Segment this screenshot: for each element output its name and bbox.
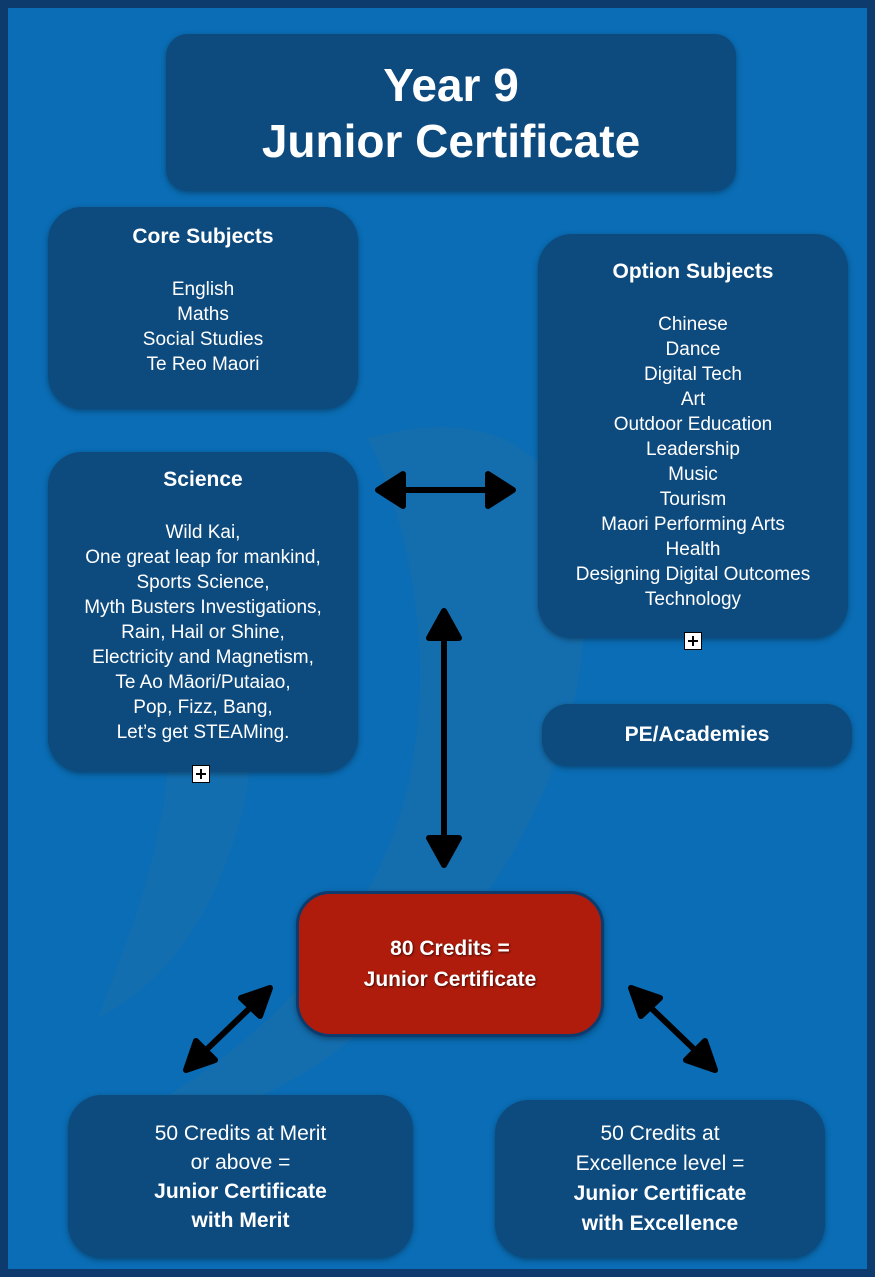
list-item: Maths xyxy=(177,304,229,325)
list-item: Designing Digital Outcomes xyxy=(575,564,811,585)
options-expand-icon[interactable] xyxy=(684,632,702,650)
arrow-vertical-link xyxy=(426,608,462,868)
option-subjects-box: Option Subjects Chinese Dance Digital Te… xyxy=(538,234,848,638)
core-subjects-list: English Maths Social Studies Te Reo Maor… xyxy=(143,277,263,377)
list-item: Chinese xyxy=(658,314,728,335)
header-title-line1: Year 9 xyxy=(383,58,519,111)
arrows-layer xyxy=(183,471,718,1073)
list-item: Maori Performing Arts xyxy=(601,514,785,535)
science-title: Science xyxy=(163,468,243,491)
list-item: Let’s get STEAMing. xyxy=(116,722,290,743)
science-list: Wild Kai, One great leap for mankind, Sp… xyxy=(84,520,322,745)
list-item: Electricity and Magnetism, xyxy=(92,647,314,668)
list-item: Sports Science, xyxy=(136,572,270,593)
diagram-canvas: Year 9 Junior Certificate Core Subjects … xyxy=(8,8,867,1269)
excellence-line4: with Excellence xyxy=(581,1212,739,1235)
merit-line3: Junior Certificate xyxy=(154,1179,327,1203)
list-item: Outdoor Education xyxy=(613,414,773,435)
pe-academies-label: PE/Academies xyxy=(624,723,770,746)
arrow-credits-merit xyxy=(183,985,273,1073)
science-box: Science Wild Kai, One great leap for man… xyxy=(48,452,358,772)
excellence-line3: Junior Certificate xyxy=(573,1182,747,1205)
credits-box: 80 Credits = Junior Certificate xyxy=(296,891,604,1037)
header-box: Year 9 Junior Certificate xyxy=(166,34,736,191)
excellence-box: 50 Credits at Excellence level = Junior … xyxy=(495,1100,825,1258)
list-item: Pop, Fizz, Bang, xyxy=(133,697,273,718)
merit-line4: with Merit xyxy=(191,1208,290,1232)
arrow-credits-excellence xyxy=(628,985,718,1073)
list-item: Social Studies xyxy=(142,329,264,350)
list-item: Rain, Hail or Shine, xyxy=(121,622,285,643)
header-title-line2: Junior Certificate xyxy=(261,114,641,167)
list-item: Tourism xyxy=(659,489,727,510)
list-item: Dance xyxy=(665,339,721,360)
list-item: Digital Tech xyxy=(644,364,742,385)
arrow-science-options xyxy=(375,471,516,509)
list-item: Te Reo Maori xyxy=(146,354,260,375)
core-subjects-title: Core Subjects xyxy=(132,225,274,248)
pe-academies-box: PE/Academies xyxy=(542,704,852,766)
list-item: English xyxy=(171,279,235,300)
option-subjects-list: Chinese Dance Digital Tech Art Outdoor E… xyxy=(576,312,810,612)
credits-line2: Junior Certificate xyxy=(363,968,537,991)
merit-box: 50 Credits at Merit or above = Junior Ce… xyxy=(68,1095,413,1258)
list-item: Art xyxy=(680,389,706,410)
excellence-line1: 50 Credits at xyxy=(600,1122,720,1145)
list-item: Te Ao Māori/Putaiao, xyxy=(115,672,291,693)
list-item: Technology xyxy=(644,589,742,610)
list-item: Health xyxy=(665,539,721,560)
merit-line2: or above = xyxy=(190,1150,291,1174)
list-item: One great leap for mankind, xyxy=(85,547,321,568)
credits-line1: 80 Credits = xyxy=(390,937,510,960)
list-item: Leadership xyxy=(645,439,740,460)
science-expand-icon[interactable] xyxy=(192,765,210,783)
list-item: Music xyxy=(668,464,718,485)
core-subjects-box: Core Subjects English Maths Social Studi… xyxy=(48,207,358,409)
list-item: Wild Kai, xyxy=(165,522,241,543)
option-subjects-title: Option Subjects xyxy=(612,260,774,283)
merit-line1: 50 Credits at Merit xyxy=(154,1121,327,1145)
excellence-line2: Excellence level = xyxy=(575,1152,745,1175)
list-item: Myth Busters Investigations, xyxy=(84,597,322,618)
